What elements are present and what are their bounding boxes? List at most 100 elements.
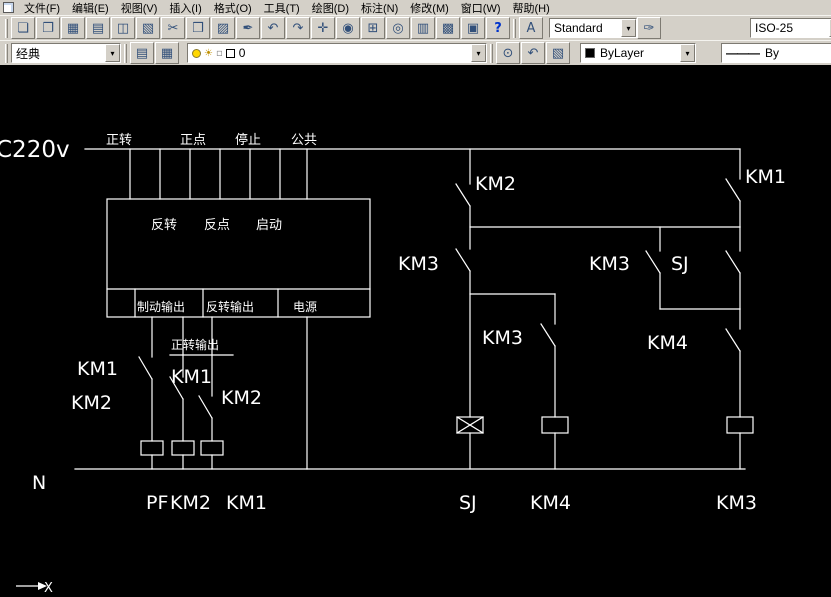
color-combo[interactable]: ByLayer ▾ <box>580 43 696 63</box>
pan-icon[interactable]: ✛ <box>311 17 335 39</box>
label-km3-contact-c: KM3 <box>482 327 523 349</box>
label-km2-coil: KM2 <box>170 492 211 514</box>
new-icon[interactable]: ❏ <box>11 17 35 39</box>
layer-toolbar-buttons: ▤▦ <box>130 42 179 64</box>
label-forward: 正转 <box>106 133 132 148</box>
plot-icon[interactable]: ▤ <box>86 17 110 39</box>
menu-item[interactable]: 工具(T) <box>263 2 300 15</box>
label-reverse: 反转 <box>151 218 177 233</box>
help-icon[interactable]: ? <box>486 17 510 39</box>
layer-properties-icon[interactable]: ▤ <box>130 42 154 64</box>
circuit-diagram: X C220v 正转 正点 停止 公共 反转 反点 启动 制动输出 反转输出 电… <box>0 132 786 596</box>
toolpalettes-icon[interactable]: ▣ <box>461 17 485 39</box>
toolbar-grip[interactable] <box>513 18 516 38</box>
menu: 文件(F) 编辑(E) 视图(V) 插入(I) 格式(O) 工具(T) 绘图(D) 标注(N)… <box>18 0 556 16</box>
paste-icon[interactable]: ▨ <box>211 17 235 39</box>
layer-color-swatch <box>225 48 235 58</box>
layer-isolate-icon[interactable]: ▧ <box>546 42 570 64</box>
designcenter-icon[interactable]: ▩ <box>436 17 460 39</box>
cut-icon[interactable]: ✂ <box>161 17 185 39</box>
label-km2-left: KM2 <box>71 392 112 414</box>
open-icon[interactable]: ❐ <box>36 17 60 39</box>
chevron-down-icon[interactable]: ▾ <box>829 19 831 37</box>
drawing-canvas[interactable]: X C220v 正转 正点 停止 公共 反转 反点 启动 制动输出 反转输出 电… <box>0 65 831 597</box>
label-km4-contact: KM4 <box>647 332 688 354</box>
label-sj-coil: SJ <box>459 492 477 514</box>
chevron-down-icon[interactable]: ▾ <box>680 44 695 62</box>
label-km1-mid: KM1 <box>171 366 212 388</box>
dim-style-combo[interactable]: ISO-25 ▾ <box>750 18 831 38</box>
label-km1-left: KM1 <box>77 358 118 380</box>
zoom-previous-icon[interactable]: ◎ <box>386 17 410 39</box>
zoom-realtime-icon[interactable]: ◉ <box>336 17 360 39</box>
workspace-combo[interactable]: 经典 ▾ <box>11 43 121 63</box>
label-sj-contact: SJ <box>671 253 689 275</box>
label-brake-output: 制动输出 <box>137 299 185 314</box>
standard-toolbar-buttons: ❏❐▦▤◫▧✂❒▨✒↶↷✛◉⊞◎▥▩▣? <box>11 17 510 39</box>
toolbar-grip[interactable] <box>124 43 127 63</box>
linetype-value: By <box>765 46 780 60</box>
menu-item[interactable]: 帮助(H) <box>512 2 550 15</box>
zoom-window-icon[interactable]: ⊞ <box>361 17 385 39</box>
text-style-icon[interactable]: A <box>519 17 543 39</box>
label-neutral: N <box>32 472 46 494</box>
layer-freeze-icon: ☀ <box>204 47 213 59</box>
properties-icon[interactable]: ▥ <box>411 17 435 39</box>
layer-states-icon[interactable]: ▦ <box>155 42 179 64</box>
chevron-down-icon[interactable]: ▾ <box>621 19 636 37</box>
menu-item[interactable]: 编辑(E) <box>72 2 109 15</box>
circuit-labels: C220v 正转 正点 停止 公共 反转 反点 启动 制动输出 反转输出 电源 … <box>0 132 786 514</box>
layer-name-value: 0 <box>238 46 246 60</box>
label-km1-contact: KM1 <box>745 166 786 188</box>
label-km4-coil: KM4 <box>530 492 571 514</box>
redo-icon[interactable]: ↷ <box>286 17 310 39</box>
ucs-icon: X <box>16 581 53 596</box>
text-style-value: Standard <box>554 21 603 35</box>
label-km3-contact-a: KM3 <box>398 253 439 275</box>
chevron-down-icon[interactable]: ▾ <box>105 44 120 62</box>
menu-item[interactable]: 绘图(D) <box>311 2 349 15</box>
menu-item[interactable]: 插入(I) <box>169 2 202 15</box>
label-km2-contact: KM2 <box>475 173 516 195</box>
undo-icon[interactable]: ↶ <box>261 17 285 39</box>
plot-preview-icon[interactable]: ◫ <box>111 17 135 39</box>
label-reverse-point: 反点 <box>204 218 230 233</box>
menu-item[interactable]: 窗口(W) <box>460 2 501 15</box>
label-reverse-output: 反转输出 <box>206 299 254 314</box>
menu-bar: 文件(F) 编辑(E) 视图(V) 插入(I) 格式(O) 工具(T) 绘图(D) 标注(N)… <box>0 0 831 15</box>
layer-previous-icon[interactable]: ↶ <box>521 42 545 64</box>
label-forward-point: 正点 <box>180 133 206 148</box>
menu-item[interactable]: 格式(O) <box>213 2 252 15</box>
label-km3-contact-b: KM3 <box>589 253 630 275</box>
publish-icon[interactable]: ▧ <box>136 17 160 39</box>
menu-item[interactable]: 修改(M) <box>410 2 449 15</box>
copy-icon[interactable]: ❒ <box>186 17 210 39</box>
menu-item[interactable]: 文件(F) <box>24 2 61 15</box>
toolbar-grip[interactable] <box>490 43 493 63</box>
workspace-value: 经典 <box>16 46 41 61</box>
toolbar-layers: 经典 ▾ ▤▦ ☀ ▫ 0 ▾ ⊙↶▧ ByLayer ▾ ——— By ▾ <box>0 40 831 65</box>
document-icon[interactable] <box>3 2 14 13</box>
label-common: 公共 <box>291 133 317 148</box>
menu-item[interactable]: 标注(N) <box>361 2 399 15</box>
label-start: 启动 <box>256 218 282 233</box>
label-power: 电源 <box>293 300 317 314</box>
text-style-combo[interactable]: Standard ▾ <box>549 18 637 38</box>
make-object-layer-current-icon[interactable]: ⊙ <box>496 42 520 64</box>
toolbar-grip[interactable] <box>5 18 8 38</box>
menu-item[interactable]: 视图(V) <box>120 2 158 15</box>
match-properties-icon[interactable]: ✒ <box>236 17 260 39</box>
layer-tools-buttons: ⊙↶▧ <box>496 42 570 64</box>
toolbar-standard: ❏❐▦▤◫▧✂❒▨✒↶↷✛◉⊞◎▥▩▣? A Standard ▾ ✑ ISO-… <box>0 15 831 40</box>
save-icon[interactable]: ▦ <box>61 17 85 39</box>
toolbar-grip[interactable] <box>5 43 8 63</box>
layer-combo[interactable]: ☀ ▫ 0 ▾ <box>187 43 487 63</box>
linetype-combo[interactable]: ——— By ▾ <box>721 43 831 63</box>
label-pf-coil: PF <box>146 492 168 514</box>
chevron-down-icon[interactable]: ▾ <box>471 44 486 62</box>
supply-label: C220v <box>0 137 70 163</box>
dim-style-icon[interactable]: ✑ <box>637 17 661 39</box>
linetype-sample: ——— <box>726 46 760 60</box>
label-km2-mid: KM2 <box>221 387 262 409</box>
